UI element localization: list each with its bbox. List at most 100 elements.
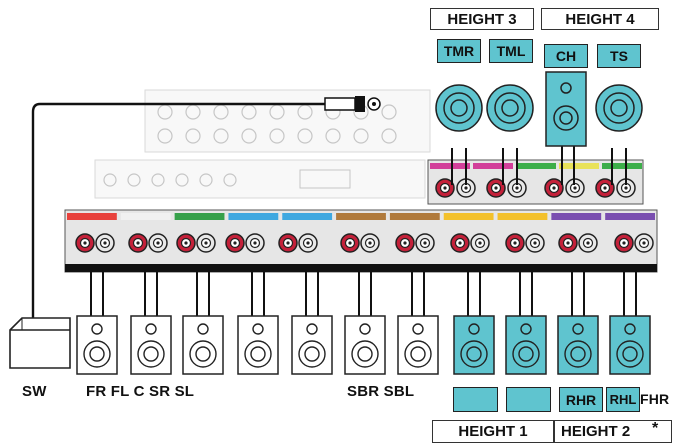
height4-label: HEIGHT 4 [541,8,659,30]
rhl-label: RHL [606,387,640,412]
terminal-plus [278,233,298,253]
terminal-plus [225,233,245,253]
speaker-11 [609,315,651,375]
tml-label: TML [489,39,533,63]
panel-jack [381,104,397,120]
front-group-label: FR FL C SR SL [86,383,195,400]
speaker-ts [595,84,643,132]
terminal-plus [340,233,360,253]
terminal-color-band [473,163,513,169]
terminal-minus [525,233,545,253]
terminal-minus [415,233,435,253]
sw-label: SW [22,383,47,400]
rca-plug [324,96,381,112]
panel-jack [157,128,173,144]
ch-label: CH [544,44,588,68]
panel-jack [223,173,237,187]
panel-jack [103,173,117,187]
terminal-minus [245,233,265,253]
speaker-4 [237,315,279,375]
terminal-color-band [389,213,440,220]
height-wires-upper [451,146,627,185]
tmr-label: TMR [437,39,481,63]
speaker-wires-lower [90,272,637,316]
terminal-plus [450,233,470,253]
panel-jack [127,173,141,187]
terminal-minus [470,233,490,253]
speaker-8 [453,315,495,375]
terminal-minus [578,233,598,253]
ts-label: TS [597,44,641,68]
terminal-color-band [602,163,642,169]
panel-jack [213,128,229,144]
terminal-minus [148,233,168,253]
speaker-terminal-strip [64,209,658,273]
panel-jack [381,128,397,144]
speaker-5 [291,315,333,375]
height1-empty-box-2 [506,387,551,412]
speaker-2 [130,315,172,375]
subwoofer-icon [9,317,71,369]
terminal-minus [196,233,216,253]
terminal-plus [486,178,506,198]
panel-connector [299,169,351,189]
terminal-color-band [174,213,225,220]
terminal-color-band [605,213,655,220]
terminal-color-band [551,213,602,220]
terminal-minus [507,178,527,198]
terminal-minus [634,233,654,253]
terminal-minus [616,178,636,198]
fhr-label: FHR [640,391,670,407]
speaker-tml [486,84,534,132]
terminal-plus [176,233,196,253]
terminal-plus [435,178,455,198]
terminal-plus [505,233,525,253]
speaker-3 [182,315,224,375]
panel-jack [241,128,257,144]
terminal-color-band [430,163,470,169]
panel-jack [151,173,165,187]
terminal-plus [595,178,615,198]
speaker-7 [397,315,439,375]
panel-jack [185,128,201,144]
receiver-back-panel [94,89,431,199]
panel-jack [269,128,285,144]
terminal-color-band [228,213,279,220]
terminal-color-band [497,213,548,220]
speaker-tmr [435,84,483,132]
panel-jack [175,173,189,187]
speaker-6 [344,315,386,375]
terminal-color-band [336,213,386,220]
terminal-plus [75,233,95,253]
subwoofer-cable [31,102,325,330]
terminal-minus [360,233,380,253]
speaker-ch [545,71,587,147]
height3-label: HEIGHT 3 [430,8,534,30]
terminal-plus [614,233,634,253]
terminal-color-band [443,213,494,220]
terminal-color-band [67,213,117,220]
terminal-color-band [282,213,333,220]
panel-jack [297,128,313,144]
height1-label: HEIGHT 1 [432,420,554,443]
terminal-color-band [516,163,556,169]
rhr-label: RHR [559,387,603,412]
terminal-minus [95,233,115,253]
terminal-plus [395,233,415,253]
panel-jack [199,173,213,187]
terminal-color-band [120,213,171,220]
panel-jack [325,128,341,144]
terminal-minus [298,233,318,253]
height1-empty-box-1 [453,387,498,412]
speaker-10 [557,315,599,375]
height-terminal-strip [427,159,644,205]
speaker-9 [505,315,547,375]
terminal-plus [544,178,564,198]
terminal-color-band [559,163,599,169]
panel-jack [353,128,369,144]
speaker-1 [76,315,118,375]
back-group-label: SBR SBL [347,383,415,400]
terminal-plus [558,233,578,253]
terminal-plus [128,233,148,253]
